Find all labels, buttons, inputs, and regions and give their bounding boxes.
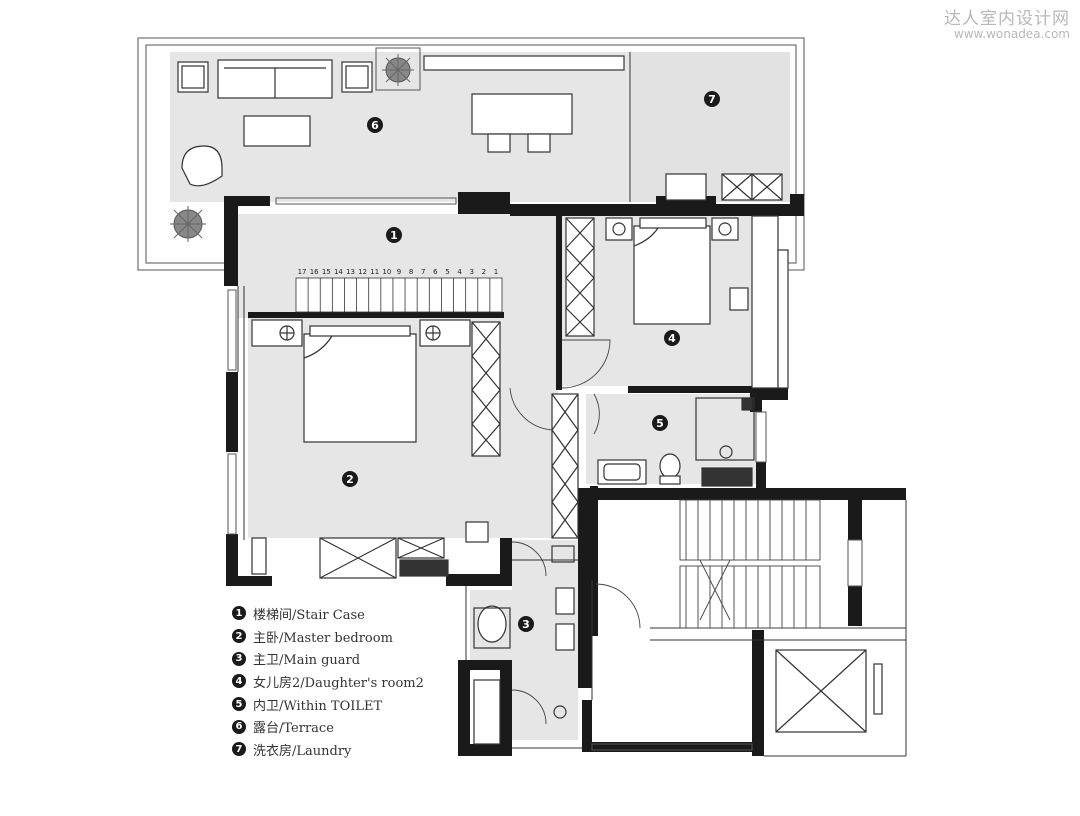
legend-label: 露台/Terrace <box>253 721 334 737</box>
stair-step-number: 8 <box>409 268 413 276</box>
stair-step-number: 6 <box>433 268 438 276</box>
legend-number: 2 <box>232 629 246 644</box>
svg-text:2: 2 <box>346 473 354 486</box>
svg-text:6: 6 <box>371 119 379 132</box>
watermark-url: www.wonadea.com <box>953 27 1070 41</box>
master-bedroom-furniture <box>251 319 501 579</box>
stair-step-number: 4 <box>457 268 462 276</box>
stair-core <box>679 499 821 629</box>
toilet-fixtures <box>473 397 755 745</box>
room-marker-6: 6 <box>367 117 383 133</box>
legend-label: 主卫/Main guard <box>253 653 361 669</box>
legend-label: 主卧/Master bedroom <box>253 630 393 646</box>
legend-label: 楼梯间/Stair Case <box>253 607 365 623</box>
legend-item: 6 露台/Terrace <box>232 715 424 738</box>
stair-step-number: 11 <box>370 268 379 276</box>
windows <box>227 197 863 751</box>
legend-item: 3 主卫/Main guard <box>232 647 424 670</box>
room-marker-2: 2 <box>342 471 358 487</box>
doors <box>509 339 641 725</box>
stair-step-number: 14 <box>334 268 343 276</box>
legend-number: 4 <box>232 674 246 689</box>
legend-number: 7 <box>232 742 246 757</box>
svg-text:4: 4 <box>668 332 676 345</box>
legend-number: 3 <box>232 651 246 666</box>
room-markers: 1 2 3 4 5 6 7 <box>342 91 720 632</box>
legend-number: 6 <box>232 719 246 734</box>
legend-item: 7 洗衣房/Laundry <box>232 738 424 761</box>
stair-step-number: 15 <box>322 268 331 276</box>
svg-text:5: 5 <box>656 417 664 430</box>
stair-step-number: 16 <box>310 268 319 276</box>
legend-label: 女儿房2/Daughter's room2 <box>253 675 424 691</box>
stair-step-number: 2 <box>482 268 486 276</box>
legend-label: 内卫/Within TOILET <box>253 698 383 714</box>
terrace-furniture <box>177 55 783 201</box>
stair-step-number: 7 <box>421 268 425 276</box>
watermark: 达人室内设计网 www.wonadea.com <box>944 4 1070 41</box>
room-marker-1: 1 <box>386 227 402 243</box>
legend-item: 5 内卫/Within TOILET <box>232 693 424 716</box>
room-marker-3: 3 <box>518 616 534 632</box>
watermark-cn: 达人室内设计网 <box>944 9 1070 29</box>
stair-step-number: 13 <box>346 268 355 276</box>
legend-number: 1 <box>232 606 246 621</box>
legend-item: 2 主卧/Master bedroom <box>232 625 424 648</box>
stair-step-number: 9 <box>397 268 401 276</box>
room-marker-7: 7 <box>704 91 720 107</box>
legend-item: 4 女儿房2/Daughter's room2 <box>232 670 424 693</box>
stair-step-number: 3 <box>469 268 473 276</box>
stair-step-number: 17 <box>298 268 307 276</box>
walls <box>224 192 906 756</box>
daughter-room-furniture <box>565 215 789 389</box>
stair-step-number: 10 <box>382 268 391 276</box>
legend-number: 5 <box>232 697 246 712</box>
legend-item: 1 楼梯间/Stair Case <box>232 602 424 625</box>
stair-step-number: 5 <box>445 268 449 276</box>
svg-text:3: 3 <box>522 618 530 631</box>
svg-text:1: 1 <box>390 229 398 242</box>
stair-step-number: 1 <box>494 268 498 276</box>
room-marker-4: 4 <box>664 330 680 346</box>
elevator <box>775 649 883 733</box>
corridor-closet <box>551 393 579 539</box>
stair-step-number: 12 <box>358 268 367 276</box>
svg-text:7: 7 <box>708 93 716 106</box>
room-marker-5: 5 <box>652 415 668 431</box>
plant-icon <box>170 47 421 242</box>
legend-label: 洗衣房/Laundry <box>253 743 352 759</box>
room-legend: 1 楼梯间/Stair Case 2 主卧/Master bedroom 3 主卫/M… <box>232 602 424 761</box>
